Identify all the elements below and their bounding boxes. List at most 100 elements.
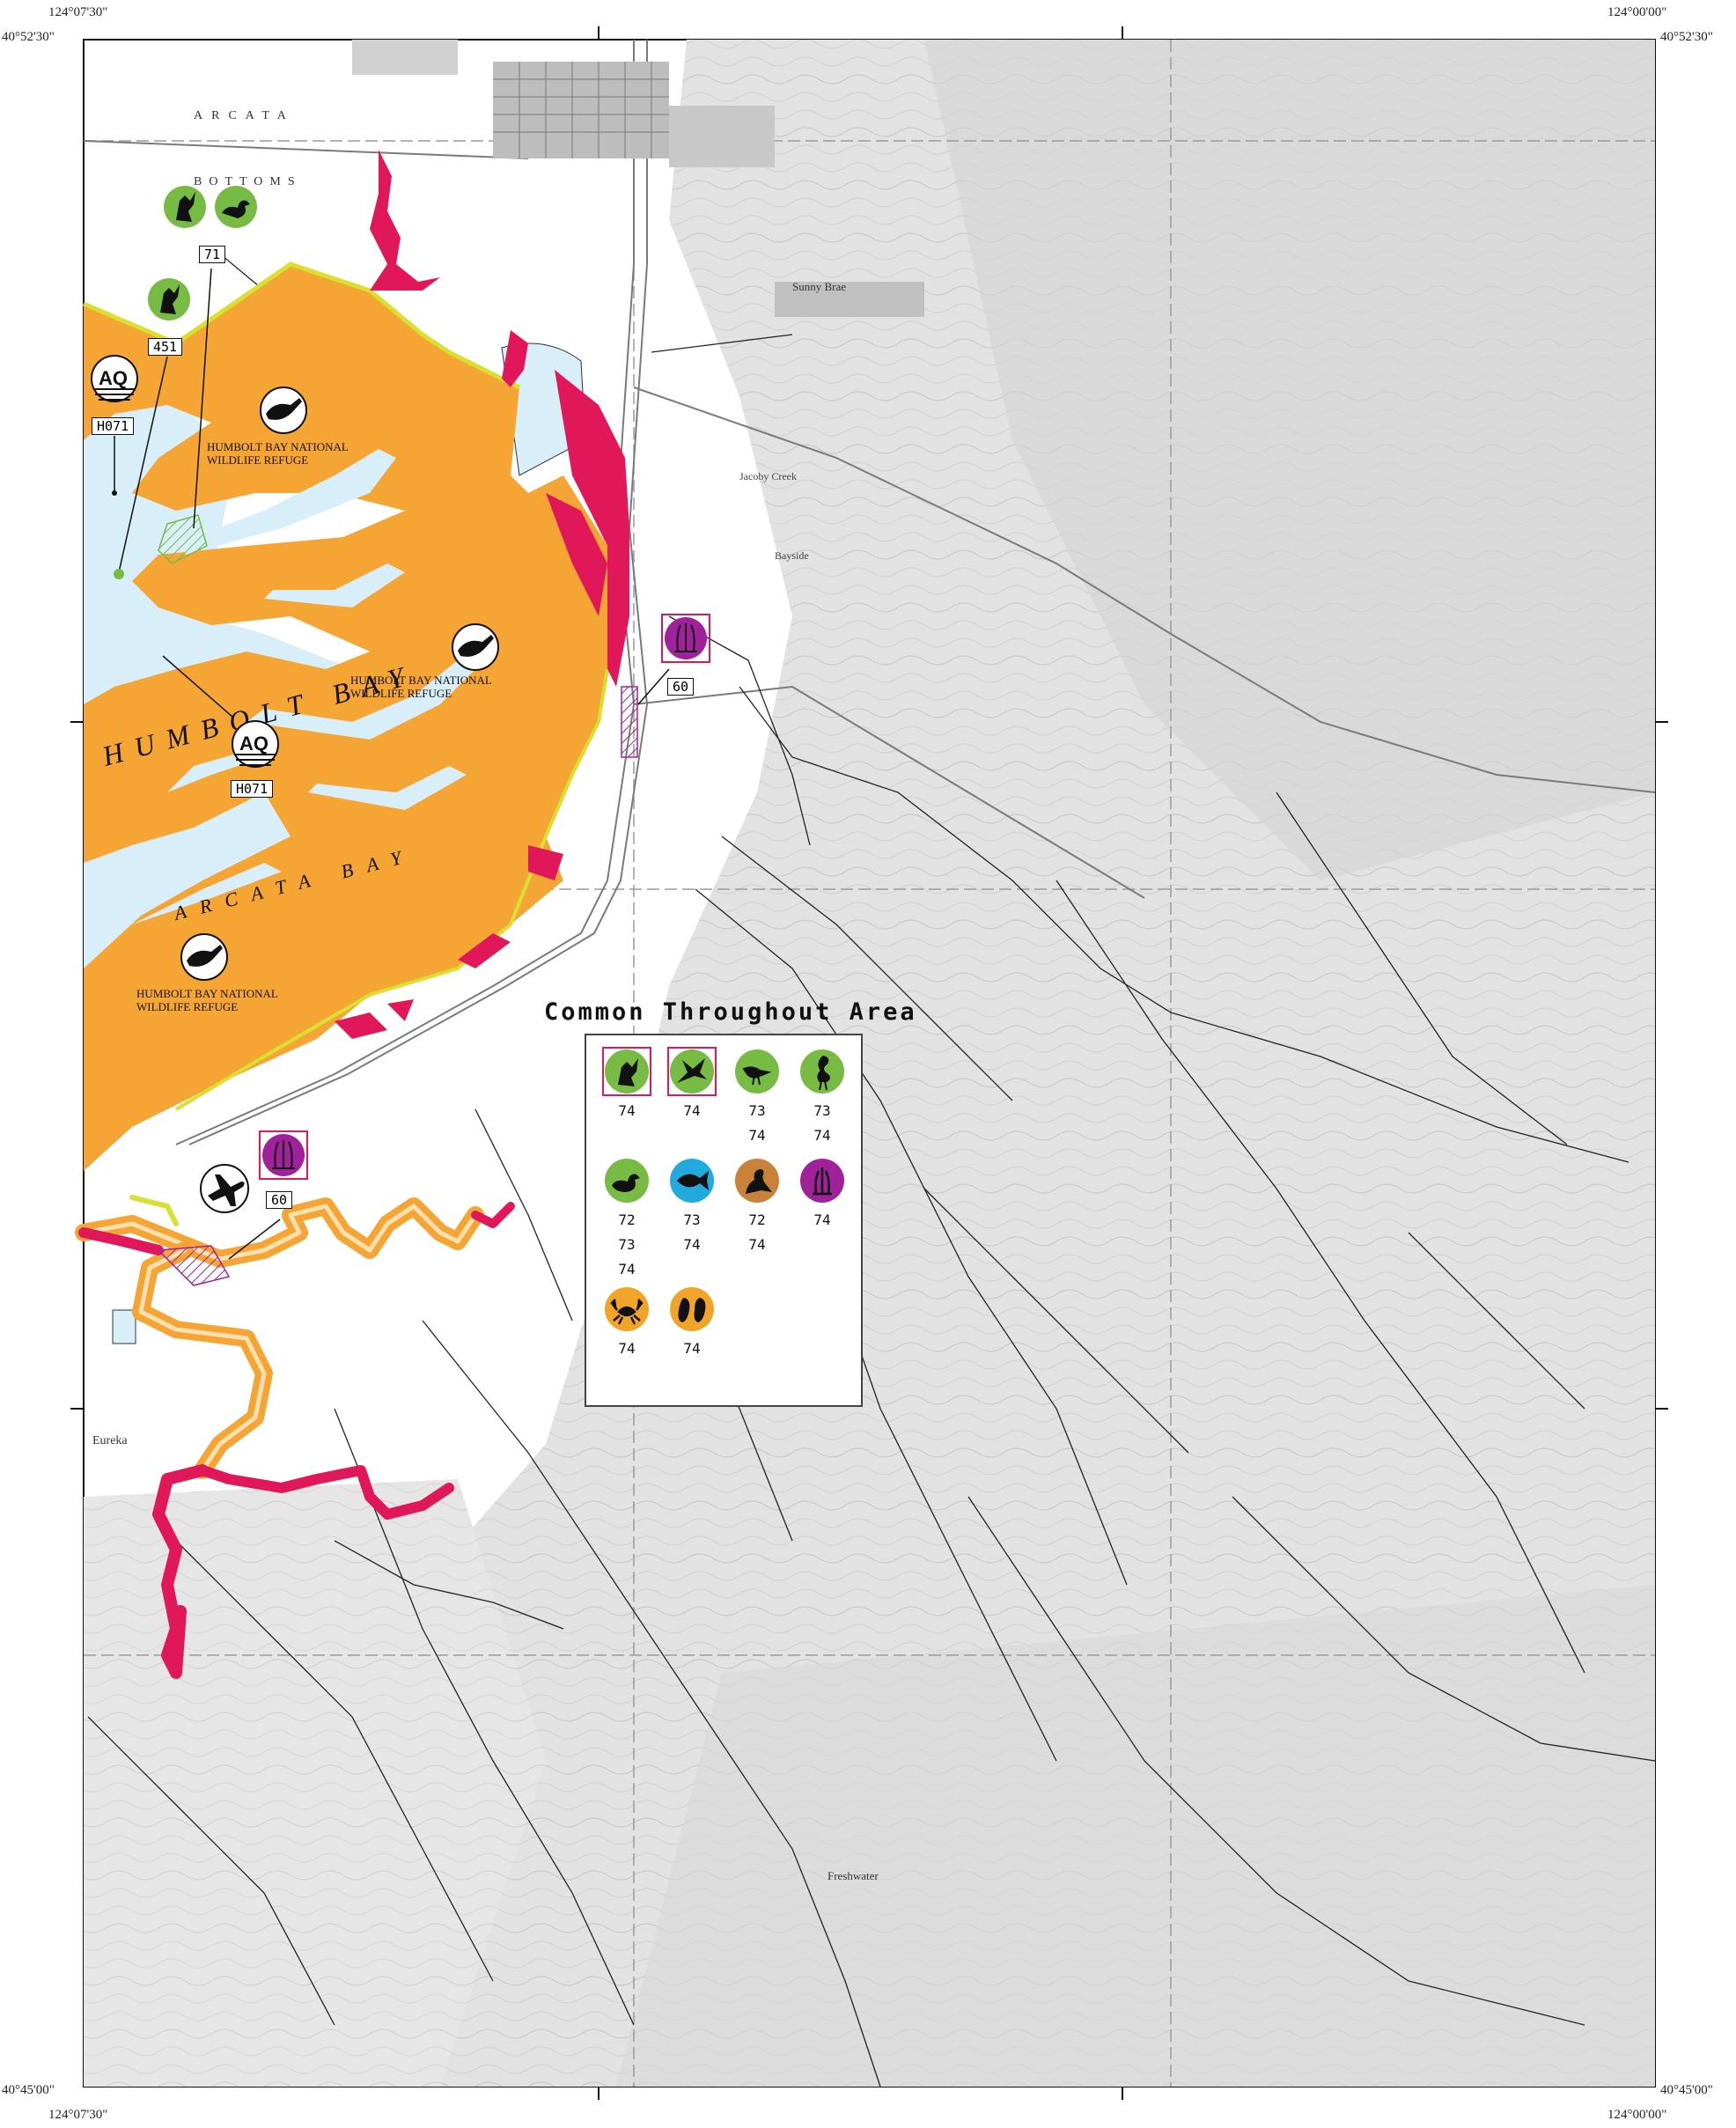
site-tag-71: 71 [199,246,226,263]
reference-number: 74 [813,1127,831,1144]
refuge-label-1b: WILDLIFE REFUGE [207,453,308,467]
freshwater-label: Freshwater [828,1869,879,1882]
site-point [114,569,124,579]
sunny-brae-label: Sunny Brae [792,280,846,293]
leader-lines [114,268,670,1260]
wetland-plant-icon [661,614,710,663]
roads [83,40,1656,1145]
reference-number: 74 [683,1340,701,1357]
waterfowl-icon [605,1159,649,1203]
coord-top-left-lat: 40°52'30" [2,30,55,44]
refuge-label-3b: WILDLIFE REFUGE [136,1000,238,1013]
site-tag-60: 60 [667,678,695,696]
refuge-label-1a: HUMBOLT BAY NATIONAL [207,440,349,453]
reference-number: 73 [683,1211,701,1228]
goose-icon [260,387,307,434]
legend-title: Common Throughout Area [544,998,917,1026]
legend-reference-numbers: 74 [657,1099,727,1123]
reference-number: 74 [683,1236,701,1253]
refuge-label-3a: HUMBOLT BAY NATIONAL [136,987,278,1000]
raptor-perched-icon [148,278,190,320]
reference-number: 74 [618,1102,636,1119]
yellow-habitat-edge-2 [174,668,609,1111]
bayside-label: Bayside [775,549,809,562]
refuge-label-2b: WILDLIFE REFUGE [350,687,452,700]
coord-bottom-right-lat: 40°45'00" [1660,2083,1713,2097]
coord-top-left-lon: 124°07'30" [48,5,108,19]
legend-reference-numbers: 74 [592,1336,662,1361]
neatline-ticks [70,26,1668,2100]
heron-icon [800,1049,844,1093]
reference-number: 72 [748,1211,766,1228]
sea-lion-icon [735,1159,779,1203]
arcata-town-label: ARCATA [194,109,295,122]
site-tag-451: 451 [148,338,183,356]
arcata-town [352,40,924,317]
site-tag-h071: H071 [231,780,274,798]
shorebird-icon [735,1049,779,1093]
reference-number: 74 [748,1236,766,1253]
site-tag-60: 60 [266,1191,293,1209]
legend-item: 72 73 74 [592,1159,662,1282]
refuge-label-2a: HUMBOLT BAY NATIONAL [350,674,492,687]
waterfowl-icon [215,186,257,228]
reference-number: 74 [618,1340,636,1357]
raptor-flying-icon [667,1047,717,1096]
site-point-2 [112,490,117,496]
aq-label: AQ [239,733,268,755]
aquaculture-icon [91,355,138,402]
reference-number: 72 [618,1211,636,1228]
raptor-perched-icon [164,186,206,228]
terrain-shading [84,40,1655,2087]
reference-number: 74 [618,1261,636,1278]
aq-label: AQ [99,367,128,389]
slough-corridors [75,1195,515,1679]
raptor-perched-icon [602,1047,651,1096]
arcata-bottoms-label: BOTTOMS [194,175,302,188]
legend-item: 74 [592,1287,662,1361]
legend-item: 74 [657,1047,727,1123]
magenta-habitat [335,150,629,1039]
airport-icon [200,1164,249,1213]
eureka-label: Eureka [92,1434,128,1447]
hatched-slough-area [157,1245,231,1286]
highlight-box [667,1047,717,1096]
coord-top-right-lat: 40°52'30" [1660,30,1713,44]
jacoby-creek-label: Jacoby Creek [739,470,797,482]
legend-reference-numbers: 72 73 74 [592,1208,662,1282]
reference-number: 74 [683,1102,701,1119]
legend-reference-numbers: 74 [787,1208,857,1233]
wetland-plant-icon [800,1159,844,1203]
bivalve-icon [670,1287,714,1331]
coord-bottom-left-lon: 124°07'30" [48,2108,108,2122]
coord-bottom-right-lon: 124°00'00" [1607,2108,1667,2122]
reference-number: 74 [748,1127,766,1144]
legend-reference-numbers: 74 [657,1336,727,1361]
refuge-labels: HUMBOLT BAY NATIONAL WILDLIFE REFUGE HUM… [136,440,492,1013]
legend-item: 74 [787,1159,857,1233]
highlight-box [602,1047,651,1096]
reference-number: 73 [618,1236,636,1253]
fish-icon [670,1159,714,1203]
legend-reference-numbers: 74 [592,1099,662,1123]
magenta-strip-bayside [621,686,638,758]
coord-top-right-lon: 124°00'00" [1607,5,1667,19]
legend-item: 74 [592,1047,662,1123]
legend-item: 74 [657,1287,727,1361]
goose-icon [180,933,228,981]
coord-bottom-left-lat: 40°45'00" [2,2083,55,2097]
reference-number: 74 [813,1211,831,1228]
site-tag-h071: H071 [92,417,135,435]
reference-number: 73 [748,1102,766,1119]
goose-icon [452,623,499,671]
crab-icon [605,1287,649,1331]
